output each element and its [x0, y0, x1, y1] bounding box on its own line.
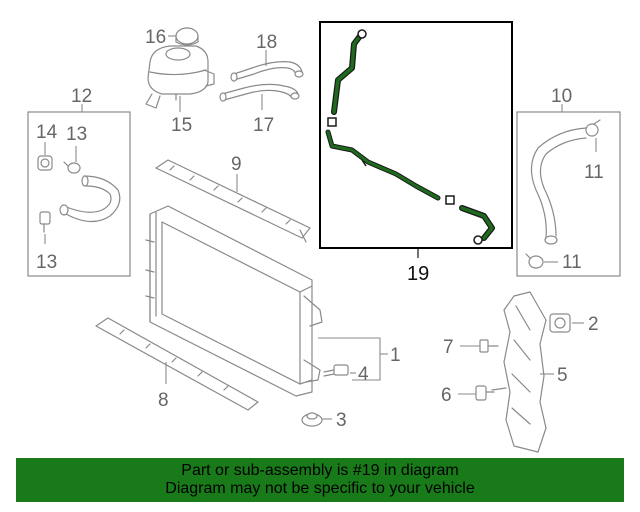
part-12-hose[interactable] — [59, 175, 121, 223]
callout-8: 8 — [158, 390, 169, 411]
callout-2: 2 — [588, 314, 599, 335]
part-3-bushing[interactable] — [301, 412, 323, 427]
callout-13b: 13 — [36, 252, 57, 273]
part-13-clamp-upper[interactable] — [63, 161, 81, 174]
group-10-box — [516, 111, 621, 277]
callout-6: 6 — [441, 385, 452, 406]
callout-3: 3 — [336, 410, 347, 431]
part-5-air-guide[interactable] — [491, 291, 547, 453]
part-11-clamp-lower[interactable] — [525, 253, 544, 269]
callout-7: 7 — [443, 337, 454, 358]
callout-16: 16 — [145, 27, 166, 48]
callout-15: 15 — [171, 115, 192, 136]
part-1-radiator[interactable] — [145, 205, 323, 397]
banner-line-1: Part or sub-assembly is #19 in diagram — [181, 462, 459, 479]
group-19-box — [319, 21, 513, 249]
part-11-clamp-upper[interactable] — [585, 119, 601, 137]
callout-11b: 11 — [562, 252, 582, 273]
banner-line-2: Diagram may not be specific to your vehi… — [165, 480, 475, 497]
part-13-clamp-lower[interactable] — [39, 211, 51, 233]
callout-11a: 11 — [584, 162, 604, 183]
part-4-drain-plug[interactable] — [323, 364, 349, 377]
callout-9: 9 — [231, 154, 242, 175]
callout-10: 10 — [551, 86, 572, 107]
part-9-air-guide[interactable] — [155, 159, 311, 243]
part-8-air-guide[interactable] — [95, 317, 259, 411]
parts-diagram: 16 15 18 17 12 14 13 — [27, 21, 621, 453]
part-6-bolt[interactable] — [475, 385, 495, 401]
callout-1: 1 — [390, 345, 401, 366]
part-15-coolant-reservoir[interactable] — [145, 45, 215, 109]
info-banner: Part or sub-assembly is #19 in diagram D… — [16, 458, 624, 502]
callout-12: 12 — [71, 86, 92, 107]
group-12-box — [27, 111, 131, 277]
callout-19: 19 — [407, 263, 429, 285]
part-17-hose[interactable] — [219, 83, 300, 102]
part-2-bushing[interactable] — [549, 313, 571, 333]
part-16-reservoir-cap[interactable] — [175, 27, 199, 46]
part-14-fitting[interactable] — [37, 155, 53, 171]
callout-13a: 13 — [66, 124, 87, 145]
leader-1 — [318, 337, 381, 381]
part-19-hose[interactable] — [325, 29, 495, 245]
callout-18: 18 — [256, 32, 277, 53]
callout-4: 4 — [358, 364, 369, 385]
callout-14: 14 — [36, 122, 58, 143]
callout-17: 17 — [253, 115, 274, 136]
callout-5: 5 — [557, 365, 568, 386]
part-18-hose[interactable] — [230, 61, 304, 82]
part-10-hose[interactable] — [530, 127, 587, 245]
part-7-bolt[interactable] — [479, 339, 499, 353]
